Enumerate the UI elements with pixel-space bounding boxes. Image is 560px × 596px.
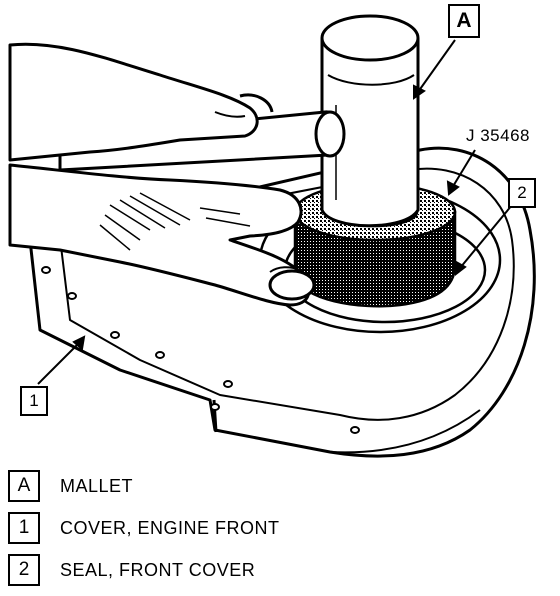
tool-number-label: J 35468 xyxy=(466,126,530,145)
legend-row-mallet: A MALLET xyxy=(4,470,344,512)
hand-holding-tool xyxy=(8,163,316,307)
legend-key: 1 xyxy=(8,512,40,544)
callout-2: 2 xyxy=(508,178,536,208)
mallet-handle xyxy=(58,110,346,172)
legend-key: A xyxy=(8,470,40,502)
hand-gripping-handle xyxy=(8,42,274,162)
callout-1: 1 xyxy=(20,386,48,416)
legend-key: 2 xyxy=(8,554,40,586)
bolt-holes xyxy=(41,266,360,434)
leader-arrows xyxy=(37,39,513,385)
legend: A MALLET 1 COVER, ENGINE FRONT 2 SEAL, F… xyxy=(4,470,344,596)
legend-text: MALLET xyxy=(60,476,134,496)
legend-row-cover: 1 COVER, ENGINE FRONT xyxy=(4,512,344,554)
legend-text: COVER, ENGINE FRONT xyxy=(60,518,280,538)
legend-text: SEAL, FRONT COVER xyxy=(60,560,256,580)
shading-strokes xyxy=(99,192,251,251)
legend-row-seal: 2 SEAL, FRONT COVER xyxy=(4,554,344,596)
callout-a: A xyxy=(448,4,480,38)
seal-installation-illustration xyxy=(8,14,536,458)
